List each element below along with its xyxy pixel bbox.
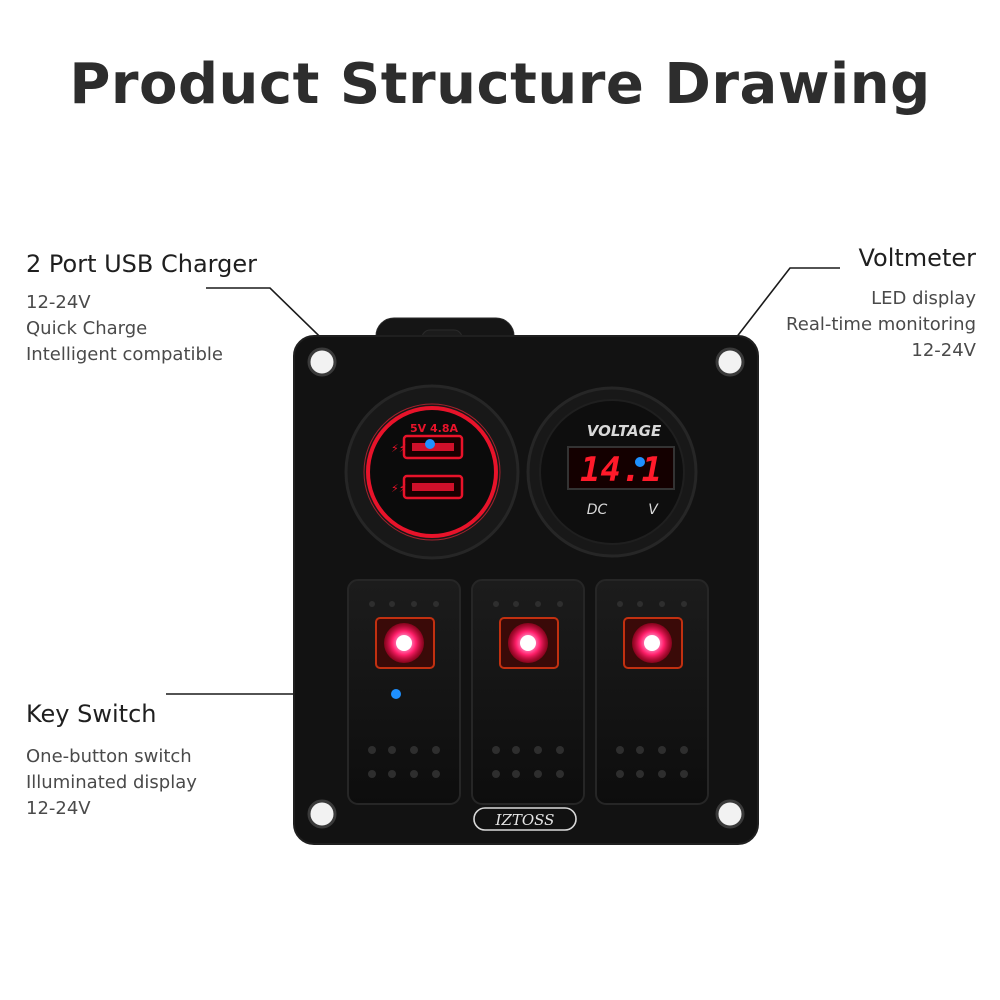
key-switch-marker-icon (391, 689, 401, 699)
rocker-switch-3 (595, 579, 709, 805)
voltmeter-spec: 12-24V (911, 340, 976, 361)
voltmeter-heading: Voltmeter (858, 244, 976, 272)
mounting-hole-icon (307, 799, 337, 829)
key-switch-callout: Key Switch One-button switch Illuminated… (26, 700, 197, 822)
usb-marker-icon (425, 439, 435, 449)
voltmeter-spec: LED display (871, 288, 976, 309)
usb-rating-label: 5V 4.8A (410, 422, 458, 435)
v-unit-label: V (648, 502, 659, 518)
voltage-label: VOLTAGE (587, 422, 662, 440)
mounting-hole-icon (307, 347, 337, 377)
voltmeter-spec: Real-time monitoring (786, 314, 976, 335)
mounting-hole-icon (715, 799, 745, 829)
key-switch-heading: Key Switch (26, 700, 157, 728)
key-switch-spec: Illuminated display (26, 772, 197, 793)
quick-charge-icon: ⚡⚡ (391, 482, 406, 495)
mounting-holes (307, 347, 745, 829)
key-switch-spec: 12-24V (26, 798, 91, 819)
voltmeter-marker-icon (635, 457, 645, 467)
led-display (567, 446, 675, 490)
usb-charger-spec: Quick Charge (26, 318, 148, 339)
brand-badge: IZTOSS (473, 807, 577, 831)
usb-charger-heading: 2 Port USB Charger (26, 250, 257, 278)
usb-charger-spec: Intelligent compatible (26, 344, 223, 365)
usb-charger: 5V 4.8A ⚡⚡ ⚡⚡ (344, 384, 520, 560)
usb-charger-callout: 2 Port USB Charger 12-24V Quick Charge I… (26, 250, 257, 368)
rocker-switch-1 (347, 579, 461, 805)
page-title: Product Structure Drawing (69, 52, 931, 117)
led-display-value: 14.1 (580, 450, 662, 490)
quick-charge-icon: ⚡⚡ (391, 442, 406, 455)
key-switch-spec: One-button switch (26, 746, 192, 767)
brand-label: IZTOSS (495, 811, 555, 829)
rocker-switch-2 (471, 579, 585, 805)
voltmeter: VOLTAGE 14.1 DC V (526, 386, 698, 558)
dc-label: DC (587, 502, 608, 518)
mounting-hole-icon (715, 347, 745, 377)
voltmeter-callout: Voltmeter LED display Real-time monitori… (786, 244, 976, 364)
rocker-switches (347, 579, 709, 805)
usb-charger-spec: 12-24V (26, 292, 91, 313)
callout-markers (391, 439, 645, 699)
